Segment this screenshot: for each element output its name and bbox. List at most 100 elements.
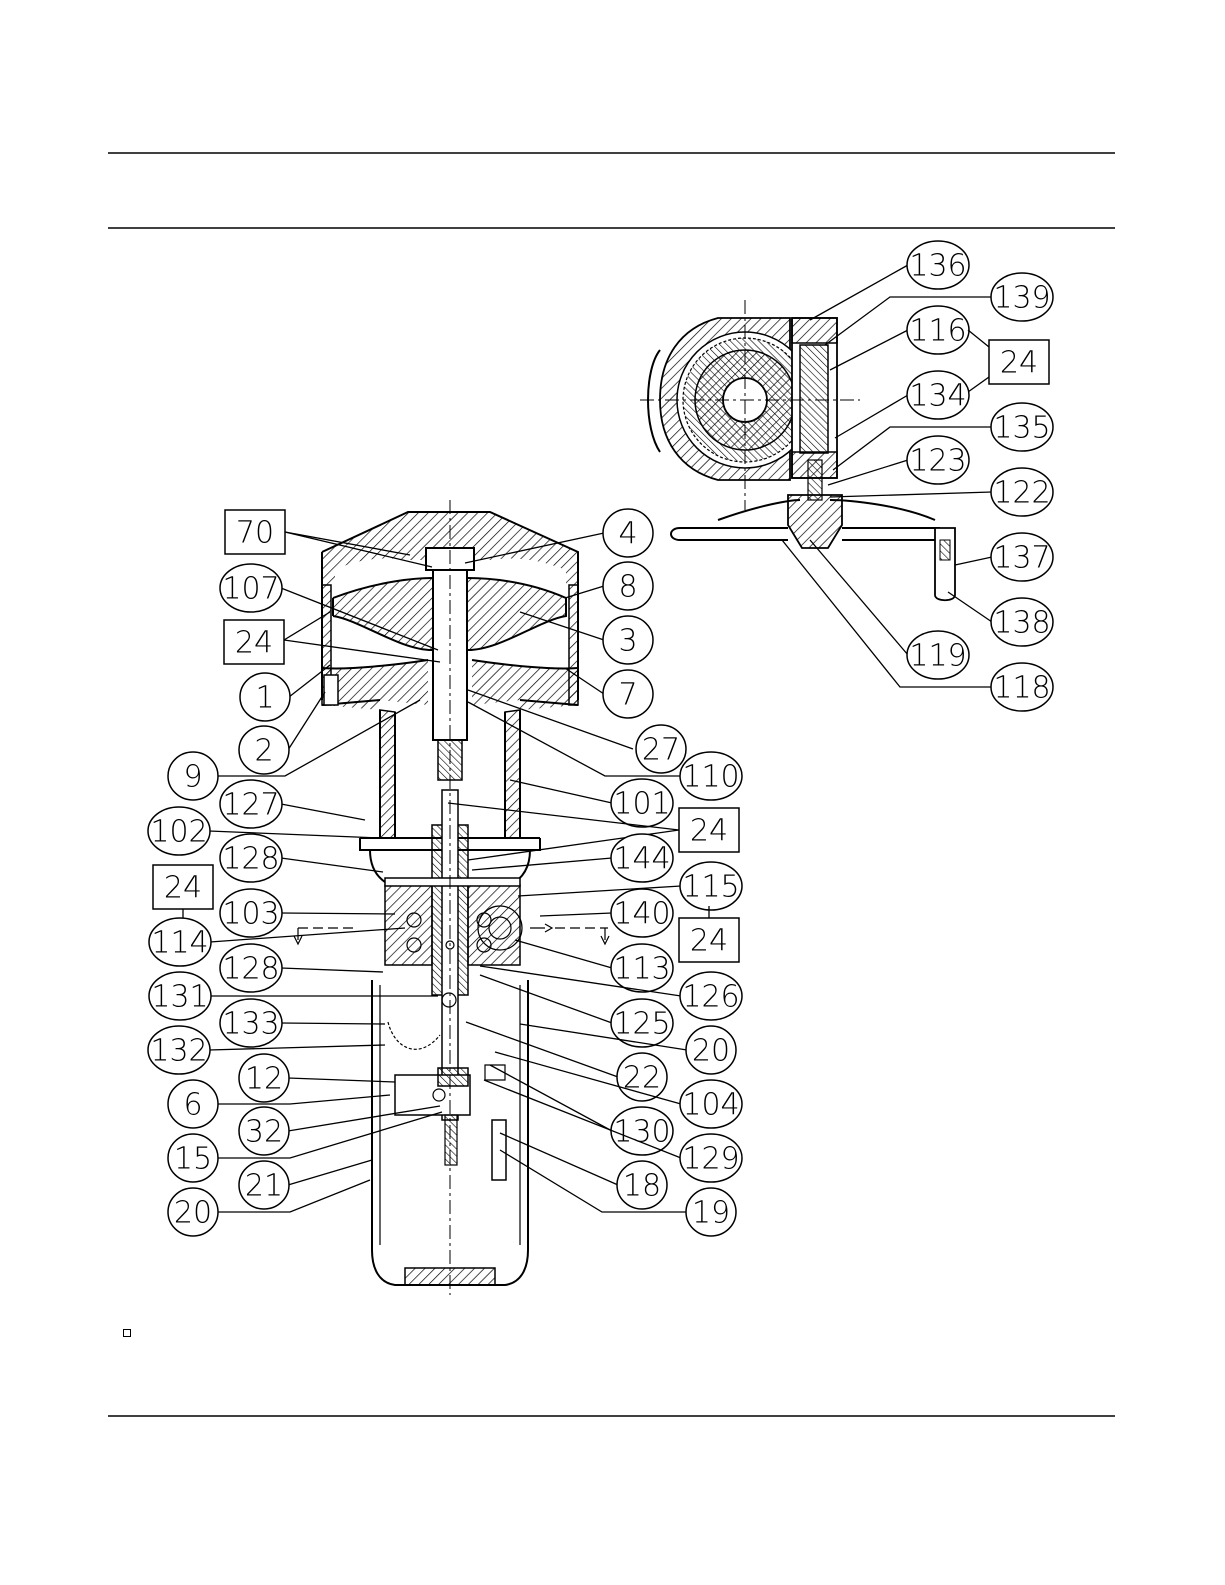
part-number-label: 4 <box>618 517 637 552</box>
leader-line <box>288 692 325 750</box>
leader-line <box>810 265 908 320</box>
part-number-label: 137 <box>993 541 1050 576</box>
callout-137: 137 <box>955 533 1053 581</box>
part-number-label: 22 <box>623 1061 661 1096</box>
leader-line <box>209 1045 385 1050</box>
part-number-label: 1 <box>255 681 274 716</box>
leader-line <box>490 1065 612 1131</box>
part-number-label: 138 <box>993 606 1050 641</box>
leader-line <box>288 1106 440 1131</box>
part-number-label: 7 <box>618 678 637 713</box>
leader-line <box>830 492 992 497</box>
part-number-label: 130 <box>613 1115 670 1150</box>
callout-103: 103 <box>220 889 395 937</box>
leader-line <box>515 940 612 968</box>
part-number-label: 3 <box>618 624 637 659</box>
part-number-label: 127 <box>222 788 279 823</box>
main-actuator-section <box>294 500 609 1295</box>
part-number-label: 122 <box>993 476 1050 511</box>
leader-line <box>466 1022 618 1077</box>
part-number-label: 114 <box>151 926 208 961</box>
callout-126: 126 <box>480 966 742 1020</box>
callout-133: 133 <box>220 999 385 1047</box>
part-number-label: 136 <box>909 249 966 284</box>
part-number-label: 103 <box>222 897 279 932</box>
leader-line <box>281 858 383 872</box>
part-number-label: 123 <box>909 444 966 479</box>
callout-116: 116 <box>830 306 969 370</box>
callout-140: 140 <box>540 889 673 937</box>
leader-line <box>810 540 908 655</box>
leader-line <box>217 1095 390 1104</box>
handwheel-handle <box>935 528 955 600</box>
leader-line <box>955 557 992 565</box>
part-number-label: 139 <box>993 281 1050 316</box>
part-number-label: 126 <box>682 980 739 1015</box>
part-number-label: 118 <box>993 671 1050 706</box>
part-number-label: 107 <box>222 572 279 607</box>
note-checkbox-icon <box>123 1329 131 1337</box>
callout-134: 134 <box>835 371 969 438</box>
leader-line <box>281 968 383 972</box>
part-number-label: 9 <box>183 760 202 795</box>
part-number-label: 128 <box>222 952 279 987</box>
callout-127: 127 <box>220 780 365 828</box>
part-number-label: 6 <box>183 1088 202 1123</box>
leader-line <box>828 460 908 485</box>
part-number-label: 102 <box>150 815 207 850</box>
part-number-label: 15 <box>174 1142 212 1177</box>
part-number-label: 119 <box>909 639 966 674</box>
callout-128: 128 <box>220 834 383 882</box>
worm-shaft <box>800 345 828 453</box>
leader-line <box>510 780 612 803</box>
part-number-label: 128 <box>222 842 279 877</box>
part-number-label: 116 <box>909 314 966 349</box>
leader-line <box>281 913 395 914</box>
part-number-label: 24 <box>690 814 728 849</box>
leader-line <box>835 395 908 438</box>
part-number-label: 32 <box>245 1115 283 1150</box>
leader-line <box>500 1133 618 1185</box>
leader-line <box>281 804 365 820</box>
handwheel-gear-section <box>640 300 955 600</box>
part-number-label: 110 <box>682 760 739 795</box>
yoke-wall-left <box>380 710 395 838</box>
callout-144: 144 <box>472 834 673 882</box>
leader-line <box>472 858 612 870</box>
callout-24: 24 <box>968 330 1049 392</box>
part-number-label: 2 <box>254 734 273 769</box>
part-number-label: 24 <box>164 871 202 906</box>
part-number-label: 20 <box>692 1034 730 1069</box>
leader-line <box>968 377 989 392</box>
callout-123: 123 <box>828 436 969 485</box>
leader-line <box>948 592 992 622</box>
part-number-label: 8 <box>618 570 637 605</box>
handwheel-hub <box>788 495 842 548</box>
part-number-label: 129 <box>682 1142 739 1177</box>
part-number-label: 18 <box>623 1169 661 1204</box>
callout-1: 1 <box>240 665 330 721</box>
part-number-label: 21 <box>245 1169 283 1204</box>
callout-24: 24 <box>448 803 739 860</box>
callout-131: 131 <box>149 972 438 1020</box>
part-number-label: 132 <box>150 1034 207 1069</box>
part-number-label: 135 <box>993 411 1050 446</box>
part-number-label: 115 <box>682 870 739 905</box>
part-number-label: 133 <box>222 1007 279 1042</box>
part-number-label: 24 <box>235 626 273 661</box>
callout-24: 24 <box>679 906 739 962</box>
part-number-label: 140 <box>613 897 670 932</box>
leader-line <box>830 330 908 370</box>
part-number-label: 24 <box>690 924 728 959</box>
part-number-label: 20 <box>174 1196 212 1231</box>
callout-21: 21 <box>239 1160 372 1209</box>
part-number-label: 113 <box>613 952 670 987</box>
leader-line <box>540 913 612 916</box>
part-number-label: 125 <box>613 1007 670 1042</box>
callout-113: 113 <box>515 940 673 992</box>
callout-128: 128 <box>220 944 383 992</box>
leader-line <box>281 1023 385 1024</box>
part-callouts: 7010724129127102128241031141281311331321… <box>148 241 1053 1236</box>
limit-switch <box>492 1120 506 1180</box>
